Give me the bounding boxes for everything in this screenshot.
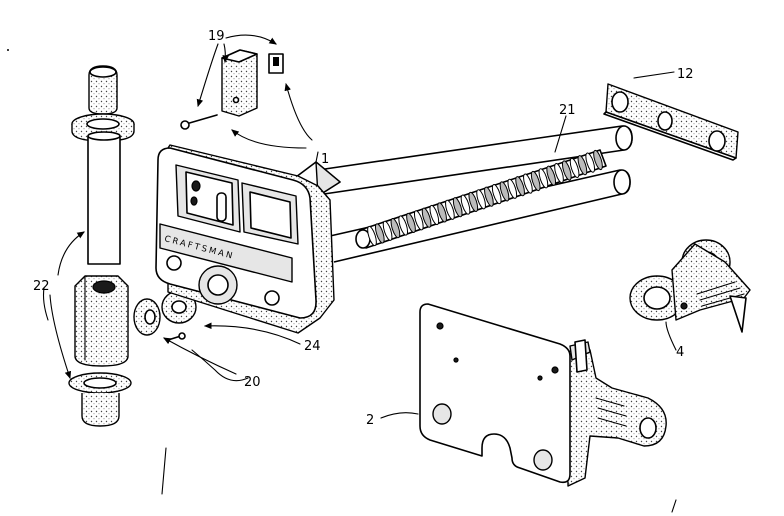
screw-thread [554,163,564,184]
callout-1: 1 [321,152,329,167]
screw-thread [523,173,533,194]
leader-lines [7,34,677,513]
callout-4: 4 [676,345,684,360]
screw-thread [460,194,471,215]
screw-thread [476,189,486,210]
screw-thread [585,152,596,173]
handle-end-flange [133,298,161,336]
callout-labels: 19 1 12 21 22 24 20 4 2 [33,29,694,428]
screw-thread [507,178,518,199]
clamp-nut [629,239,751,333]
callout-22: 22 [33,279,50,294]
vise-handle [68,65,135,427]
callout-24: 24 [304,339,321,354]
callout-2: 2 [366,413,374,428]
screw-thread [452,197,463,218]
screw-thread [468,191,479,212]
lead-screw [355,149,607,249]
callout-19: 19 [208,29,225,44]
rear-mounting-plate [419,303,667,487]
screw-thread [398,215,409,236]
guide-rods [317,125,633,263]
screw-thread [406,212,416,233]
screw-thread [499,181,510,202]
screw-thread [593,149,603,171]
screw-thread [538,168,549,189]
screw-thread [413,210,424,231]
screw-thread [569,157,580,178]
jaw-face-plate [603,83,739,161]
callout-21: 21 [559,103,576,118]
screw-thread [374,223,385,244]
screw-thread [577,155,588,176]
key-small [268,53,284,74]
washer [161,290,197,324]
callout-20: 20 [244,375,261,390]
screw-thread [445,199,455,220]
front-jaw: CRAFTSMAN [155,144,341,334]
pin [167,332,186,341]
screw-thread [484,186,494,207]
long-pin [180,114,218,130]
screw-thread [437,202,447,223]
screw-thread [546,165,557,186]
screw-thread [382,220,393,241]
screw-thread [390,218,401,239]
callout-12: 12 [677,67,694,82]
screw-thread [491,184,502,205]
screw-thread [429,204,440,226]
screw-thread [367,225,377,247]
key-block [221,49,258,117]
screw-thread [515,176,525,197]
screw-thread [530,170,541,192]
screw-thread [561,160,572,181]
screw-thread [421,207,432,228]
